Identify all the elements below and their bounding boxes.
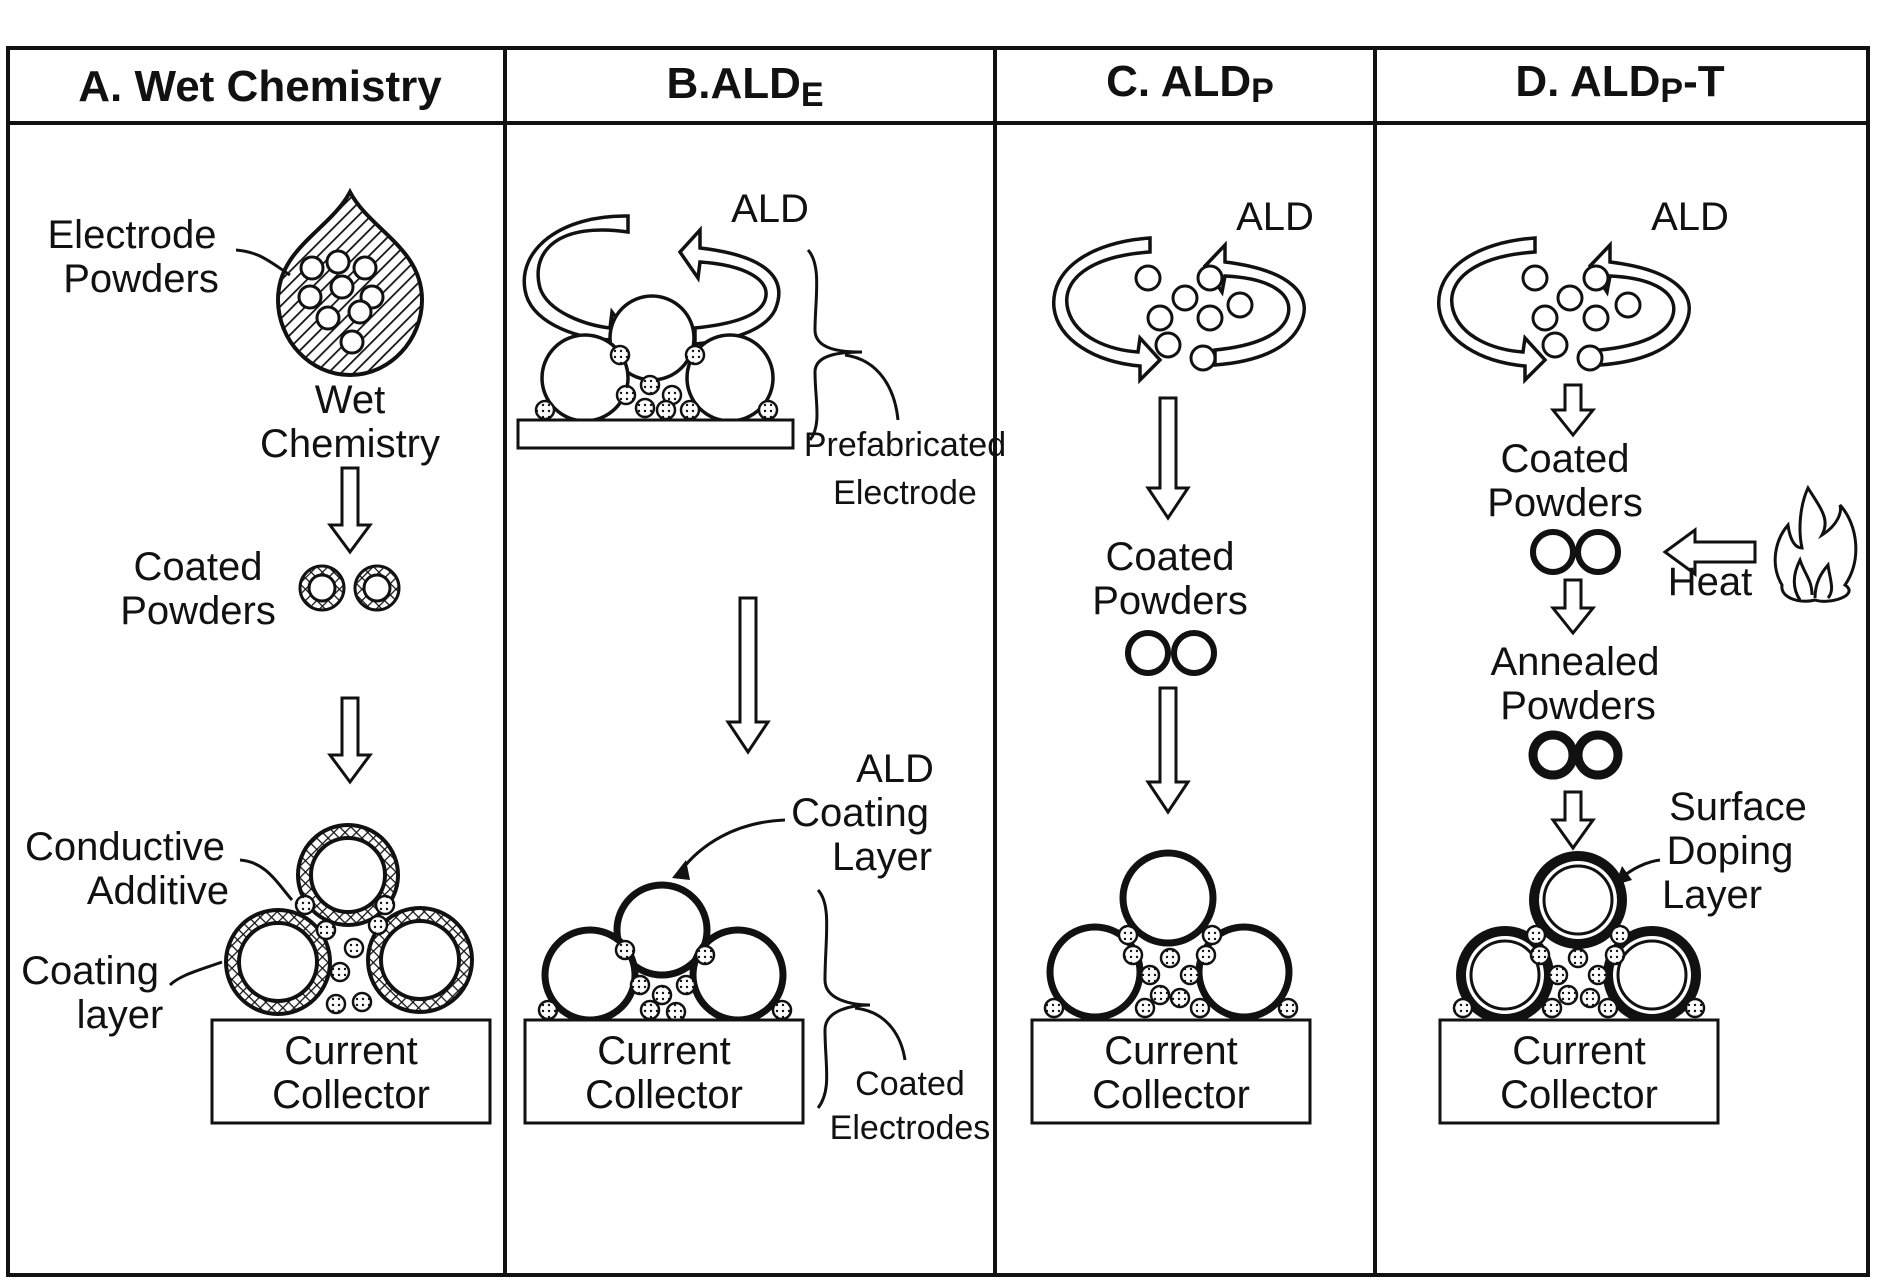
- wet-chemistry-label: WetChemistry: [260, 378, 440, 466]
- prefabricated-electrode-stack: [542, 296, 773, 421]
- coated-powders-label-a: CoatedPowders: [120, 545, 276, 633]
- arrow-c2: [1148, 688, 1188, 812]
- panel-b-title: B.ALDE: [666, 59, 823, 114]
- current-collector-label-d: CurrentCollector: [1500, 1029, 1658, 1117]
- ald-coating-leader: [680, 820, 785, 872]
- electrode-powders-leader: [236, 250, 290, 275]
- coated-electrodes-label: CoatedElectrodes: [830, 1065, 991, 1147]
- coating-layer-leader: [170, 962, 222, 985]
- arrow-b1: [728, 598, 768, 752]
- ald-label-d: ALD: [1651, 195, 1729, 239]
- panel-d-title: D. ALDP-T: [1515, 57, 1724, 110]
- electrode-stack-a: [226, 825, 472, 1014]
- ald-label-b: ALD: [731, 187, 809, 231]
- current-collector-label-b: CurrentCollector: [585, 1029, 743, 1117]
- conductive-additive-leader: [240, 860, 292, 900]
- surface-doping-layer-label: SurfaceDopingLayer: [1662, 785, 1807, 917]
- current-collector-label-c: CurrentCollector: [1092, 1029, 1250, 1117]
- panel-a: ElectrodePowders WetChemistry CoatedPowd…: [21, 192, 490, 1123]
- coated-powder-pair-a: [300, 566, 399, 610]
- coated-powders-label-c: CoatedPowders: [1092, 535, 1248, 623]
- coated-electrodes-leader: [855, 1008, 905, 1060]
- ald-label-c: ALD: [1236, 195, 1314, 239]
- prefabricated-leader: [845, 355, 898, 420]
- panel-c-title: C. ALDP: [1106, 57, 1274, 110]
- arrow-a2: [330, 698, 370, 782]
- substrate-b: [518, 420, 793, 448]
- coated-powder-pair-d: [1533, 532, 1618, 572]
- arrow-d1: [1553, 385, 1593, 435]
- prefabricated-bracket: [808, 250, 862, 440]
- flame-icon: [1775, 488, 1856, 601]
- panel-b: ALD PrefabricatedElectrode ALDCoatingLay…: [518, 187, 1006, 1147]
- coated-powders-label-d: CoatedPowders: [1487, 437, 1643, 525]
- coated-electrode-stack-d: [1461, 856, 1696, 1019]
- panel-c: ALD CoatedPowders CurrentCollector: [1032, 195, 1314, 1123]
- arrow-c1: [1148, 398, 1188, 518]
- heat-label: Heat: [1668, 560, 1753, 604]
- panel-a-title: A. Wet Chemistry: [78, 62, 442, 111]
- annealed-powders-label: AnnealedPowders: [1490, 640, 1659, 728]
- coating-layer-label: Coatinglayer: [21, 949, 163, 1037]
- arrow-d2: [1553, 580, 1593, 633]
- arrow-d3: [1553, 792, 1593, 848]
- coated-powder-pair-c: [1128, 633, 1214, 673]
- panel-d: ALD CoatedPowders Heat AnnealedPowders S…: [1439, 195, 1856, 1123]
- conductive-additive-label: ConductiveAdditive: [25, 825, 229, 913]
- prefabricated-electrode-label: PrefabricatedElectrode: [804, 426, 1006, 512]
- arrow-a1: [330, 468, 370, 552]
- ald-coating-layer-label: ALDCoatingLayer: [791, 747, 934, 879]
- electrode-powders-label: ElectrodePowders: [48, 213, 219, 301]
- annealed-powder-pair: [1533, 735, 1618, 775]
- current-collector-label-a: CurrentCollector: [272, 1029, 430, 1117]
